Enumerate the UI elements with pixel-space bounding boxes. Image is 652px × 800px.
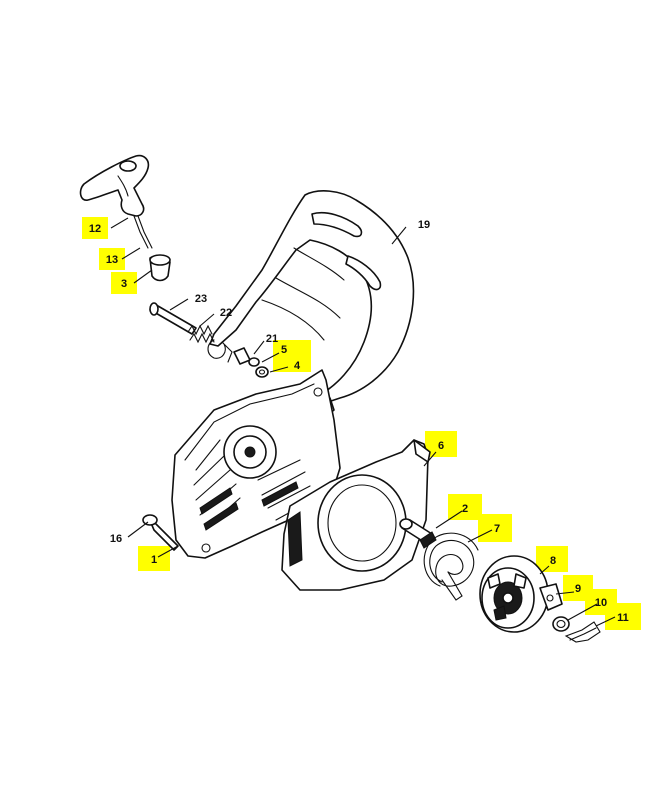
- callout-5: 5: [281, 344, 287, 356]
- highlight-5-4: [273, 340, 311, 372]
- highlight-7: [478, 514, 512, 542]
- rope-part: [133, 215, 153, 249]
- callout-13: 13: [106, 254, 118, 266]
- callout-9: 9: [575, 583, 581, 595]
- callout-3: 3: [121, 278, 127, 290]
- leader-lines: [110, 217, 616, 627]
- sleeve-washers-group: [233, 347, 269, 378]
- rope-guide-bushing-part: [149, 254, 171, 282]
- callout-10: 10: [595, 597, 607, 609]
- callout-23: 23: [195, 293, 207, 305]
- pawl-part: [539, 583, 563, 611]
- starter-grip-part: [79, 154, 150, 217]
- highlight-13: [99, 248, 125, 270]
- spring-cover-part: [281, 439, 431, 591]
- callout-11: 11: [617, 612, 629, 624]
- washer-part: [552, 616, 570, 632]
- highlight-1: [138, 546, 170, 571]
- highlight-boxes: [82, 217, 641, 630]
- bolt-part: [149, 302, 197, 335]
- callout-21: 21: [266, 333, 278, 345]
- callout-22: 22: [220, 307, 232, 319]
- callout-8: 8: [550, 555, 556, 567]
- callout-2: 2: [462, 503, 468, 515]
- spindle-part: [399, 518, 437, 549]
- rewind-spring-part: [423, 532, 479, 601]
- highlight-11: [605, 603, 641, 630]
- callout-4: 4: [294, 360, 301, 372]
- rope-rotor-part: [479, 555, 549, 633]
- spring-clip-part: [564, 621, 601, 643]
- screw-part: [142, 514, 179, 551]
- highlight-12: [82, 217, 108, 239]
- callout-19: 19: [418, 219, 430, 231]
- callout-12: 12: [89, 223, 101, 235]
- callout-6: 6: [438, 440, 444, 452]
- callout-labels: 12 13 3 23 22 19 21 5 4 6 2 7 16 1 8 9 1…: [89, 219, 629, 624]
- highlight-2: [448, 494, 482, 520]
- highlight-3: [111, 272, 137, 294]
- callout-16: 16: [110, 533, 122, 545]
- callout-7: 7: [494, 523, 500, 535]
- highlight-8: [536, 546, 568, 572]
- callout-1: 1: [151, 554, 157, 566]
